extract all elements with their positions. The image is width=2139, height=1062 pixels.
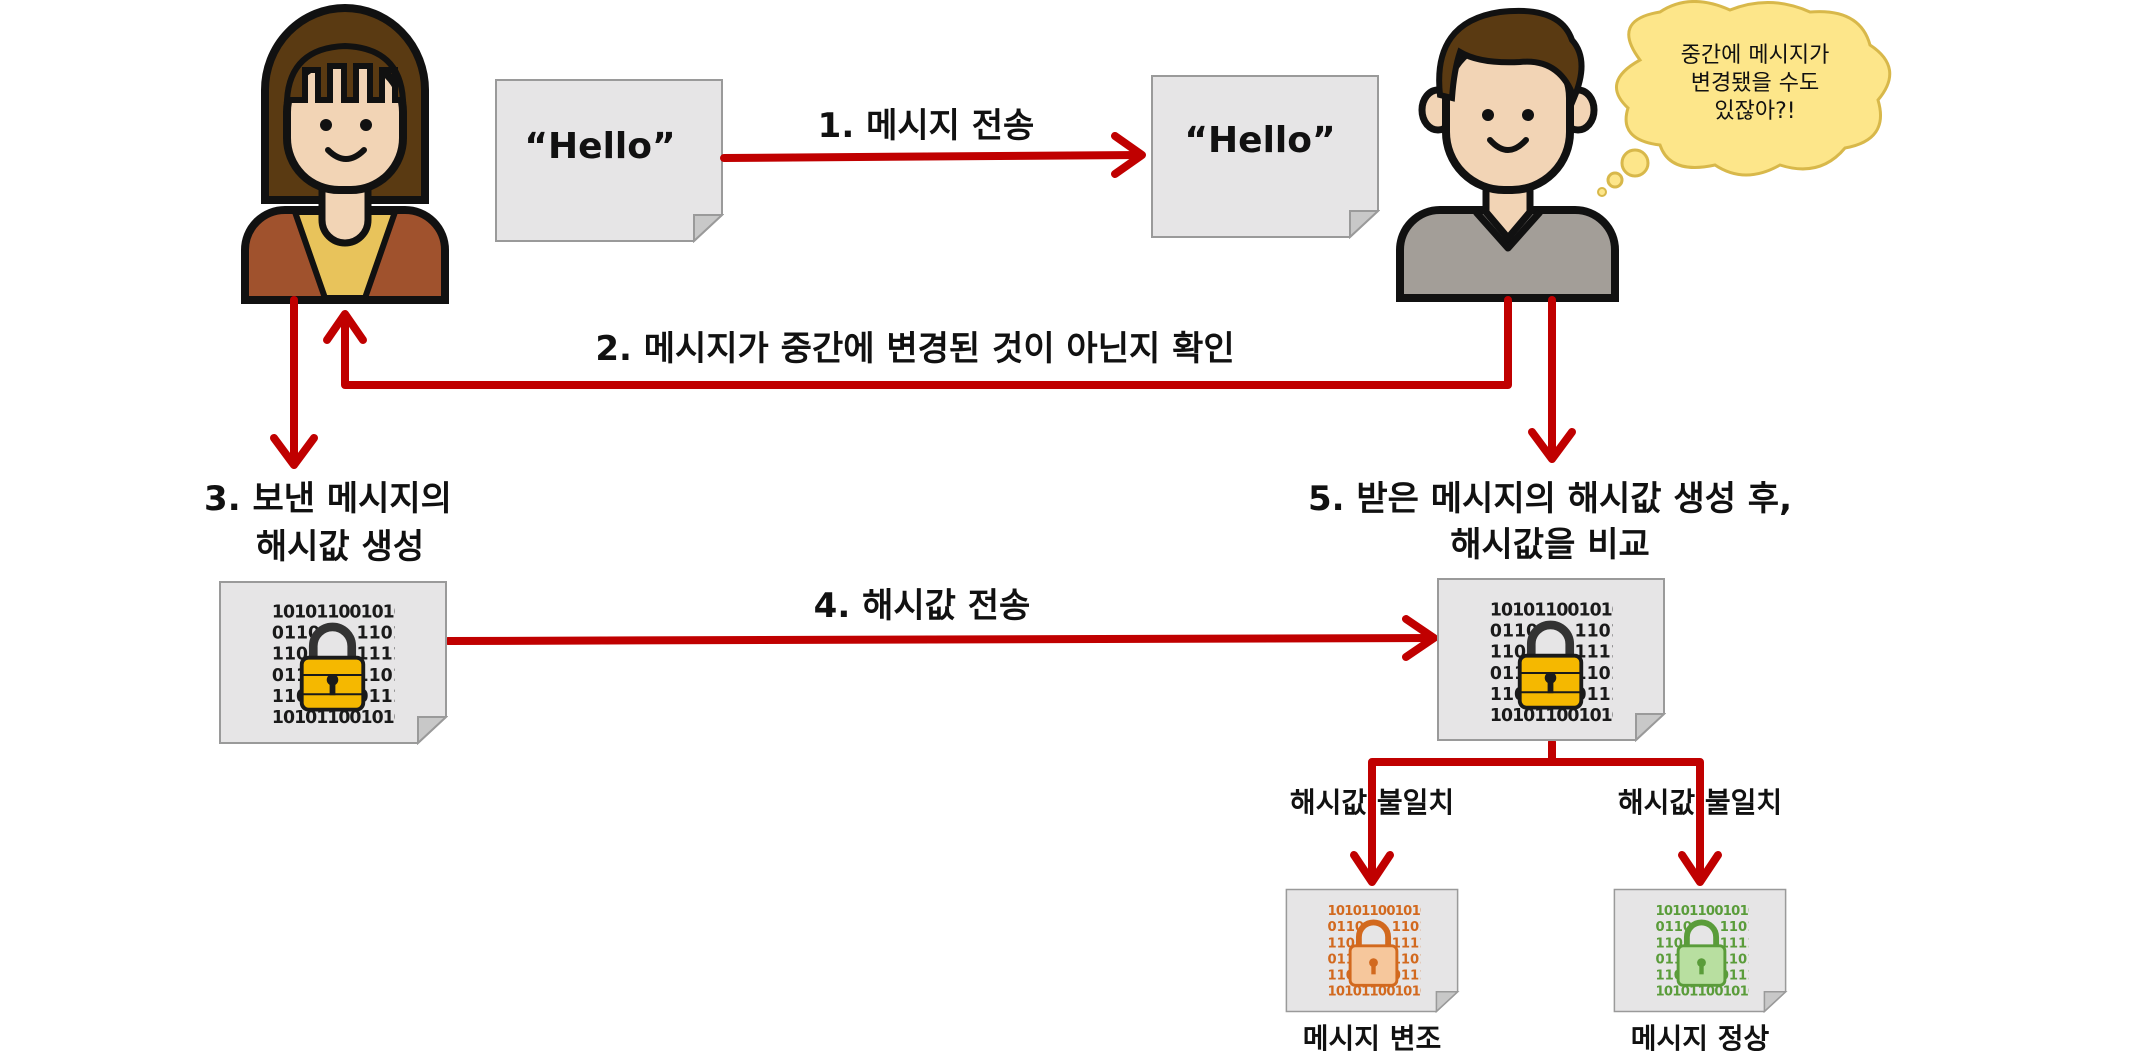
thought-bubble-icon [1597,0,1892,197]
arrow-step2 [323,296,1512,389]
thought-text-line3: 있잖아?! [1714,99,1795,124]
step2-label: 2. 메시지가 중간에 변경된 것이 아닌지 확인 [595,329,1234,369]
branch-arrows [1350,738,1722,886]
padlock-icon [1327,904,1437,999]
right-message-note: “Hello” [1151,75,1379,238]
man-avatar-icon [1396,7,1619,302]
tampered-result-document [1285,888,1459,1013]
normal-result-document [1613,888,1787,1013]
receiver-hash-document [1437,578,1665,741]
right-note-text: “Hello” [1184,120,1335,161]
arrow-step3 [270,296,318,469]
left-result-label: 메시지 변조 [1303,1022,1442,1055]
step5-label-line2: 해시값을 비교 [1450,525,1650,565]
arrow-step4 [444,615,1438,661]
padlock-icon [1655,904,1765,999]
left-message-note: “Hello” [495,79,723,242]
step4-label: 4. 해시값 전송 [814,586,1031,626]
step3-label-line2: 해시값 생성 [256,527,424,567]
left-note-text: “Hello” [524,126,675,167]
step5-label-line1: 5. 받은 메시지의 해시값 생성 후, [1308,479,1792,519]
right-result-label: 메시지 정상 [1631,1022,1770,1055]
thought-text-line1: 중간에 메시지가 [1681,43,1830,68]
step1-label: 1. 메시지 전송 [818,106,1035,146]
arrow-step1 [720,132,1146,178]
sender-hash-document [219,581,447,744]
thought-text-line2: 변경됐을 수도 [1691,71,1819,96]
woman-avatar-icon [241,4,449,304]
arrow-step5 [1528,296,1576,463]
step3-label-line1: 3. 보낸 메시지의 [204,479,452,519]
left-branch-condition: 해시값 불일치 [1290,786,1454,819]
right-branch-condition: 해시값 불일치 [1618,786,1782,819]
